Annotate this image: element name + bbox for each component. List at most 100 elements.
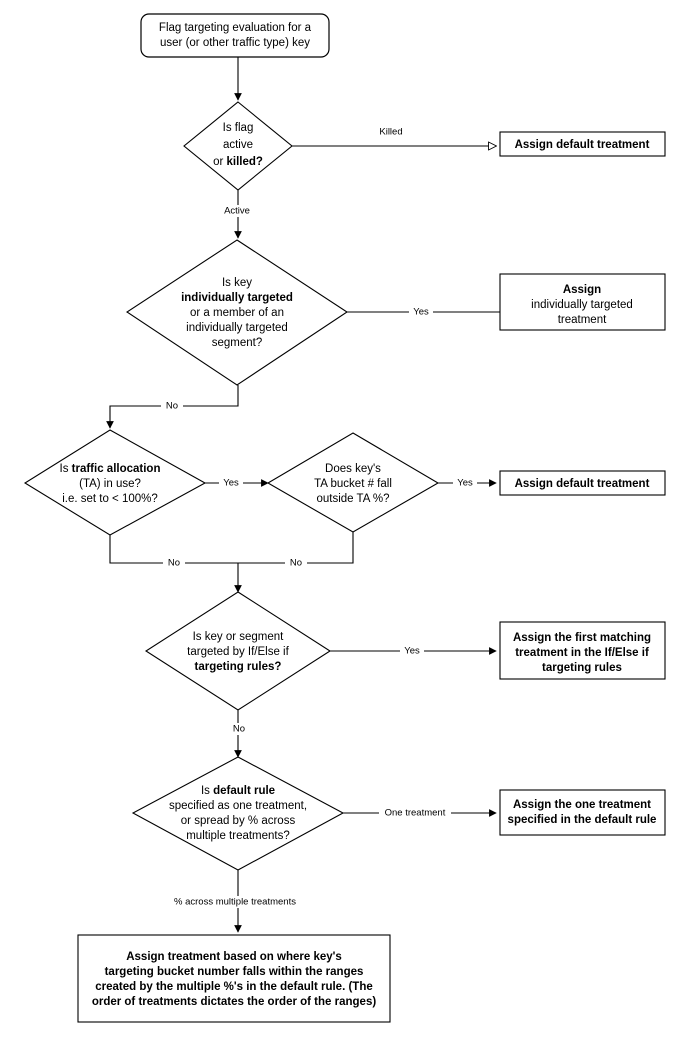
assign-default-treatment-1-label: Assign default treatment: [515, 139, 650, 151]
ifelse-rules-line-2: targeted by If/Else if: [187, 646, 289, 658]
flag-active-line-2: active: [223, 139, 253, 151]
ta-bucket-line-1: Does key's: [325, 463, 381, 475]
edge-label-no-ta-group: No: [163, 557, 185, 569]
edge-label-no-ta: No: [168, 558, 180, 569]
edge-ta-no-to-merge: [109, 535, 238, 564]
edge-label-yes-individually-group: Yes: [409, 306, 433, 318]
assign-first-matching-line-1: Assign the first matching: [513, 632, 651, 644]
edge-label-no-individually: No: [166, 401, 178, 412]
assign-one-treatment-shape: [499, 789, 666, 836]
node-decision-individually-targeted: Is key individually targeted or a member…: [126, 239, 348, 386]
edge-label-yes-ifelse: Yes: [404, 646, 420, 657]
edge-label-no-ta-bg: [163, 557, 185, 569]
assign-treatment-ranges-line-4: order of treatments dictates the order o…: [92, 996, 377, 1008]
individually-targeted-diamond-shape: [126, 239, 348, 386]
individually-targeted-line-3: or a member of an: [190, 307, 284, 319]
default-rule-line-1-plain: Is: [201, 785, 213, 797]
assign-default-treatment-2-shape: [499, 470, 666, 496]
edge-label-active: Active: [224, 206, 250, 217]
assign-individually-targeted-line-3: treatment: [558, 314, 607, 326]
traffic-allocation-line-1: Is traffic allocation: [60, 463, 161, 475]
default-rule-line-2: specified as one treatment,: [169, 800, 307, 812]
edge-label-yes-ta-group: Yes: [219, 477, 243, 489]
edge-label-killed-group: Killed: [374, 125, 408, 138]
node-decision-ifelse-rules: Is key or segment targeted by If/Else if…: [144, 591, 332, 711]
assign-one-treatment-line-2: specified in the default rule: [508, 814, 657, 826]
edge-label-yes-bucket-bg: [453, 477, 477, 489]
node-decision-flag-active: Is flag active or killed?: [183, 101, 293, 191]
individually-targeted-line-4: individually targeted: [186, 322, 288, 334]
default-rule-line-1: Is default rule: [201, 785, 275, 797]
assign-treatment-ranges-line-2: targeting bucket number falls within the…: [105, 966, 364, 978]
assign-first-matching-line-2: treatment in the If/Else if: [515, 647, 649, 659]
edge-label-active-bg: [220, 205, 256, 217]
flag-active-line-3-plain: or: [213, 156, 226, 168]
node-assign-individually-targeted-treatment: Assign individually targeted treatment: [499, 273, 666, 331]
node-decision-ta-bucket: Does key's TA bucket # fall outside TA %…: [266, 432, 440, 533]
ifelse-rules-diamond-shape: [144, 591, 332, 711]
edge-label-killed-bg: [374, 125, 408, 137]
assign-individually-targeted-line-1: Assign: [563, 284, 601, 296]
node-decision-traffic-allocation: Is traffic allocation (TA) in use? i.e. …: [23, 429, 207, 536]
node-assign-treatment-ranges: Assign treatment based on where key's ta…: [77, 934, 391, 1023]
node-assign-default-treatment-2: Assign default treatment: [499, 470, 666, 496]
assign-individually-targeted-shape: [499, 273, 666, 331]
individually-targeted-line-5: segment?: [212, 337, 263, 349]
node-decision-default-rule: Is default rule specified as one treatme…: [131, 756, 345, 871]
ta-bucket-diamond-shape: [266, 432, 440, 533]
edge-label-yes-ta: Yes: [223, 478, 239, 489]
traffic-allocation-line-1-plain: Is: [60, 463, 72, 475]
edge-label-yes-individually-bg: [409, 306, 433, 318]
edge-label-yes-ifelse-bg: [400, 645, 424, 657]
assign-treatment-ranges-line-3: created by the multiple %'s in the defau…: [95, 981, 373, 993]
flag-active-line-1: Is flag: [223, 122, 254, 134]
edge-label-layer: Killed Active Yes No Yes Yes: [155, 125, 477, 908]
ifelse-rules-line-3: targeting rules?: [195, 661, 282, 673]
edge-label-yes-individually: Yes: [413, 307, 429, 318]
assign-first-matching-line-3: targeting rules: [542, 662, 622, 674]
traffic-allocation-line-3: i.e. set to < 100%?: [62, 493, 158, 505]
ta-bucket-line-3: outside TA %?: [316, 493, 389, 505]
edge-label-active-group: Active: [220, 205, 256, 217]
edge-bucket-no-to-merge: [238, 532, 354, 564]
edge-label-yes-ta-bg: [219, 477, 243, 489]
assign-default-treatment-1-shape: [499, 131, 666, 157]
edge-label-yes-bucket: Yes: [457, 478, 473, 489]
start-node-shape: [140, 13, 330, 58]
edge-label-no-individually-group: No: [161, 400, 183, 412]
ifelse-rules-line-1: Is key or segment: [193, 631, 285, 643]
ta-bucket-line-2: TA bucket # fall: [314, 478, 392, 490]
traffic-allocation-line-2: (TA) in use?: [79, 478, 141, 490]
default-rule-line-3: or spread by % across: [181, 815, 296, 827]
node-assign-default-treatment-1: Assign default treatment: [499, 131, 666, 157]
flag-active-diamond-shape: [183, 101, 293, 191]
assign-individually-targeted-line-2: individually targeted: [531, 299, 633, 311]
edge-label-percent-across-group: % across multiple treatments: [155, 896, 305, 908]
flag-active-line-3: or killed?: [213, 156, 263, 168]
edge-label-killed: Killed: [379, 127, 402, 138]
start-node-line-1: Flag targeting evaluation for a: [159, 22, 312, 34]
assign-default-treatment-2-label: Assign default treatment: [515, 478, 650, 490]
edge-label-no-ifelse: No: [233, 724, 245, 735]
default-rule-line-1-bold: default rule: [213, 785, 275, 797]
edge-label-percent-across: % across multiple treatments: [174, 897, 296, 908]
edge-label-yes-bucket-group: Yes: [453, 477, 477, 489]
assign-first-matching-shape: [499, 621, 666, 680]
edge-label-no-bucket-group: No: [285, 557, 307, 569]
edge-label-no-individually-bg: [161, 400, 183, 412]
node-assign-one-treatment: Assign the one treatment specified in th…: [499, 789, 666, 836]
individually-targeted-line-2: individually targeted: [181, 292, 293, 304]
individually-targeted-line-1: Is key: [222, 277, 252, 289]
edge-label-no-bucket: No: [290, 558, 302, 569]
assign-one-treatment-line-1: Assign the one treatment: [513, 799, 651, 811]
edge-label-no-ifelse-bg: [228, 723, 250, 735]
traffic-allocation-diamond-shape: [23, 429, 207, 536]
node-start: Flag targeting evaluation for a user (or…: [140, 13, 330, 58]
default-rule-line-4: multiple treatments?: [186, 830, 290, 842]
assign-treatment-ranges-line-1: Assign treatment based on where key's: [126, 951, 342, 963]
edge-label-percent-across-bg: [155, 896, 305, 908]
edge-label-one-treatment-bg: [379, 807, 451, 819]
traffic-allocation-line-1-bold: traffic allocation: [72, 463, 161, 475]
